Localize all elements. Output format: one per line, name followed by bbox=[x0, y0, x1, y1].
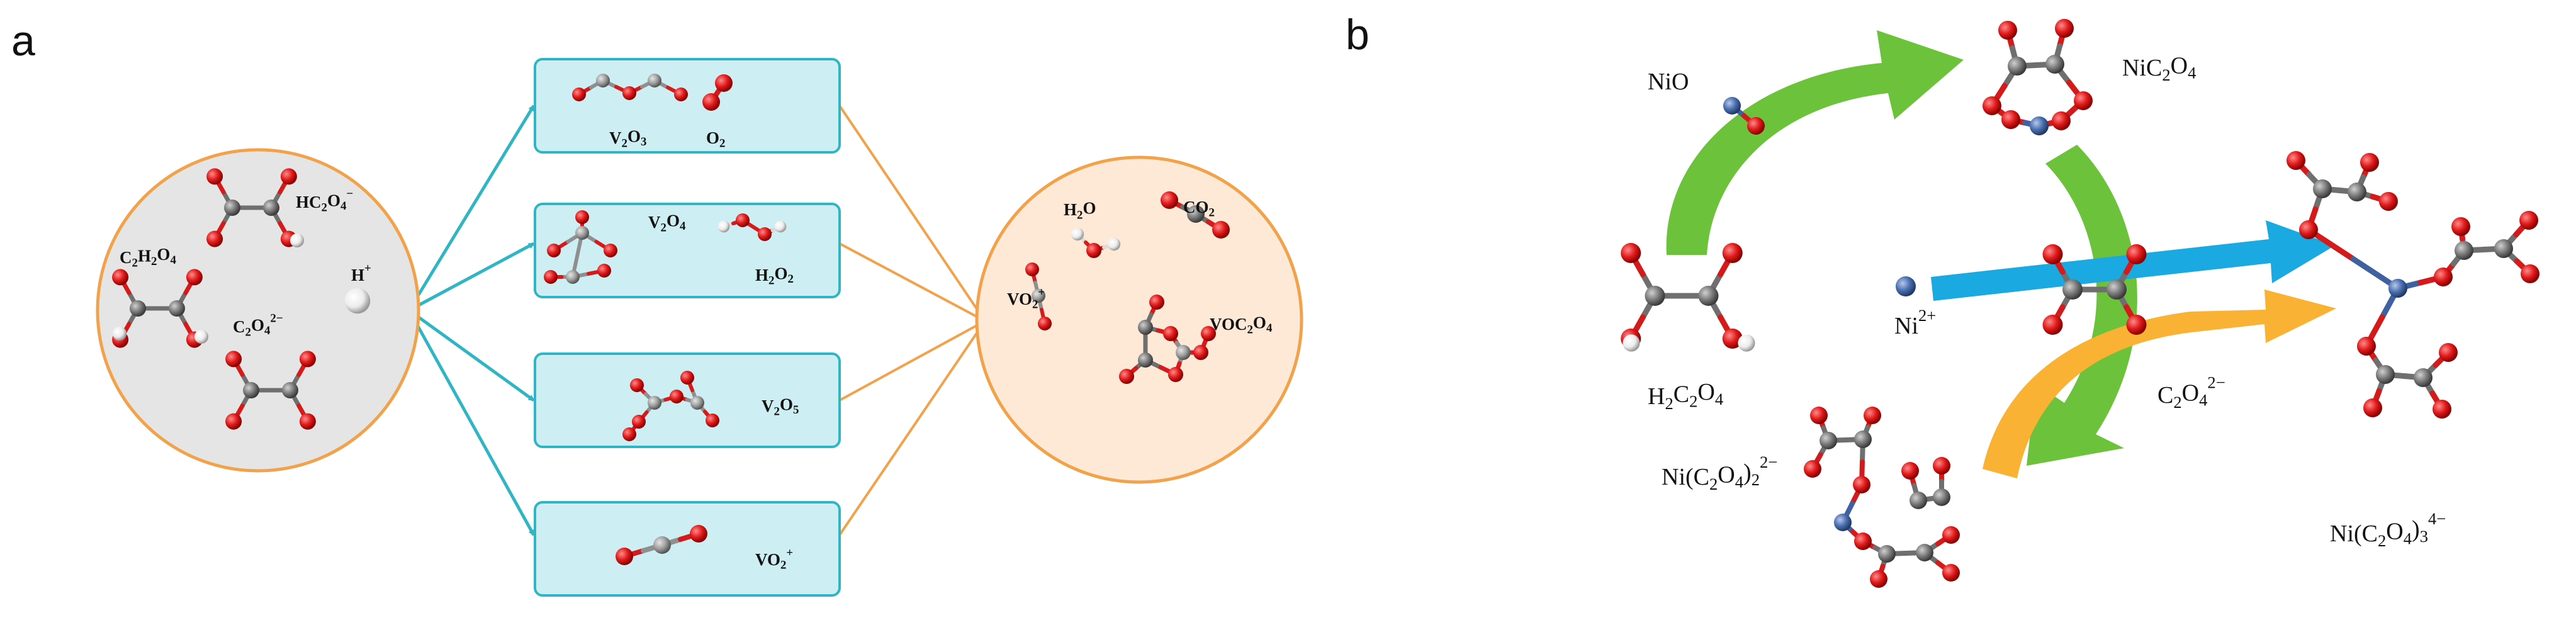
molecule-ni-c2o4-2-arm bbox=[1901, 457, 1950, 509]
label-ni2plus: Ni2+ bbox=[1894, 306, 1936, 339]
arrow-from-vo2 bbox=[838, 320, 986, 536]
label-h-plus: H+ bbox=[351, 262, 371, 284]
molecule-nio bbox=[1723, 97, 1765, 135]
molecule-h2o2 bbox=[717, 213, 787, 241]
reactant-circle bbox=[96, 148, 420, 473]
panel-a-molecules bbox=[112, 74, 1230, 565]
green-arrows bbox=[1666, 30, 2137, 466]
label-vo2-box: VO2+ bbox=[755, 546, 793, 572]
molecule-h-plus bbox=[344, 288, 371, 314]
product-circle bbox=[975, 155, 1303, 484]
orange-arrow bbox=[1983, 290, 2336, 478]
molecule-c2h2o4 bbox=[112, 269, 209, 348]
orange-arrows bbox=[838, 104, 986, 536]
label-nio: NiO bbox=[1648, 69, 1689, 95]
molecule-h2c2o4 bbox=[1621, 243, 1755, 352]
green-arrow-right bbox=[2027, 145, 2137, 466]
label-vo2-product: VO2+ bbox=[1007, 286, 1045, 312]
green-arrow-top bbox=[1666, 30, 1964, 255]
label-ni-c2o4-3: Ni(C2O4)34− bbox=[2330, 509, 2446, 550]
label-h2c2o4: H2C2O4 bbox=[1648, 379, 1723, 413]
panel-b-letter: b bbox=[1346, 11, 1370, 59]
arrow-to-v2o5 bbox=[408, 308, 535, 402]
box-vo2 bbox=[534, 501, 841, 597]
molecule-v2o5 bbox=[622, 371, 719, 441]
molecule-c2o4-2minus-b bbox=[2042, 244, 2147, 335]
molecule-vo2-box bbox=[616, 525, 707, 565]
molecule-co2 bbox=[1161, 191, 1230, 239]
label-h2o: H2O bbox=[1064, 199, 1096, 222]
arrow-to-vo2 bbox=[407, 309, 536, 536]
label-o2: O2 bbox=[706, 128, 725, 150]
molecule-hc2o4 bbox=[206, 168, 305, 248]
label-ni-c2o4-2: Ni(C2O4)22− bbox=[1662, 453, 1777, 493]
arrow-from-v2o5 bbox=[839, 320, 986, 402]
label-c2o4-2minus-b: C2O42− bbox=[2157, 373, 2225, 412]
molecule-v2o4 bbox=[544, 210, 617, 284]
label-v2o4: V2O4 bbox=[648, 211, 686, 235]
arrow-to-v2o3 bbox=[407, 104, 536, 312]
label-v2o5: V2O5 bbox=[762, 395, 799, 419]
label-h2o2: H2O2 bbox=[755, 264, 794, 288]
panel-b: b NiO NiC2O4 H2C2O4 Ni2+ C2O42− Ni(C2O4)… bbox=[1346, 11, 2539, 588]
molecule-voc2o4 bbox=[1119, 295, 1216, 384]
label-c2o4-2minus: C2O42− bbox=[233, 312, 283, 339]
panel-a: a HC2O4− C2H2O4 H+ C2O42− V2O bbox=[11, 17, 1303, 597]
teal-arrows bbox=[407, 104, 536, 536]
molecule-nic2o4 bbox=[1983, 19, 2093, 135]
molecule-vo2-product bbox=[1025, 262, 1052, 330]
molecule-ni-c2o4-2 bbox=[1804, 407, 1960, 588]
label-hc2o4: HC2O4− bbox=[296, 187, 353, 214]
label-c2h2o4: C2H2O4 bbox=[120, 245, 176, 270]
arrow-from-v2o3 bbox=[838, 104, 986, 322]
box-v2o4 bbox=[534, 203, 841, 298]
panel-b-molecules bbox=[1621, 19, 2539, 588]
molecule-o2 bbox=[702, 74, 733, 111]
molecule-v2o3 bbox=[572, 74, 688, 101]
label-voc2o4: VOC2O4 bbox=[1210, 313, 1273, 337]
label-nic2o4: NiC2O4 bbox=[2122, 53, 2196, 84]
molecule-c2o4-2minus bbox=[225, 351, 316, 430]
arrow-to-v2o4 bbox=[408, 242, 535, 312]
arrow-from-v2o4 bbox=[839, 242, 986, 322]
label-co2: CO2 bbox=[1183, 198, 1215, 220]
molecule-ni2plus bbox=[1896, 276, 1916, 296]
molecule-ni-c2o4-3 bbox=[2286, 151, 2539, 419]
molecule-h2o bbox=[1071, 227, 1121, 258]
panel-a-letter: a bbox=[11, 17, 35, 65]
box-v2o3 bbox=[534, 58, 841, 154]
label-v2o3: V2O3 bbox=[609, 127, 646, 150]
